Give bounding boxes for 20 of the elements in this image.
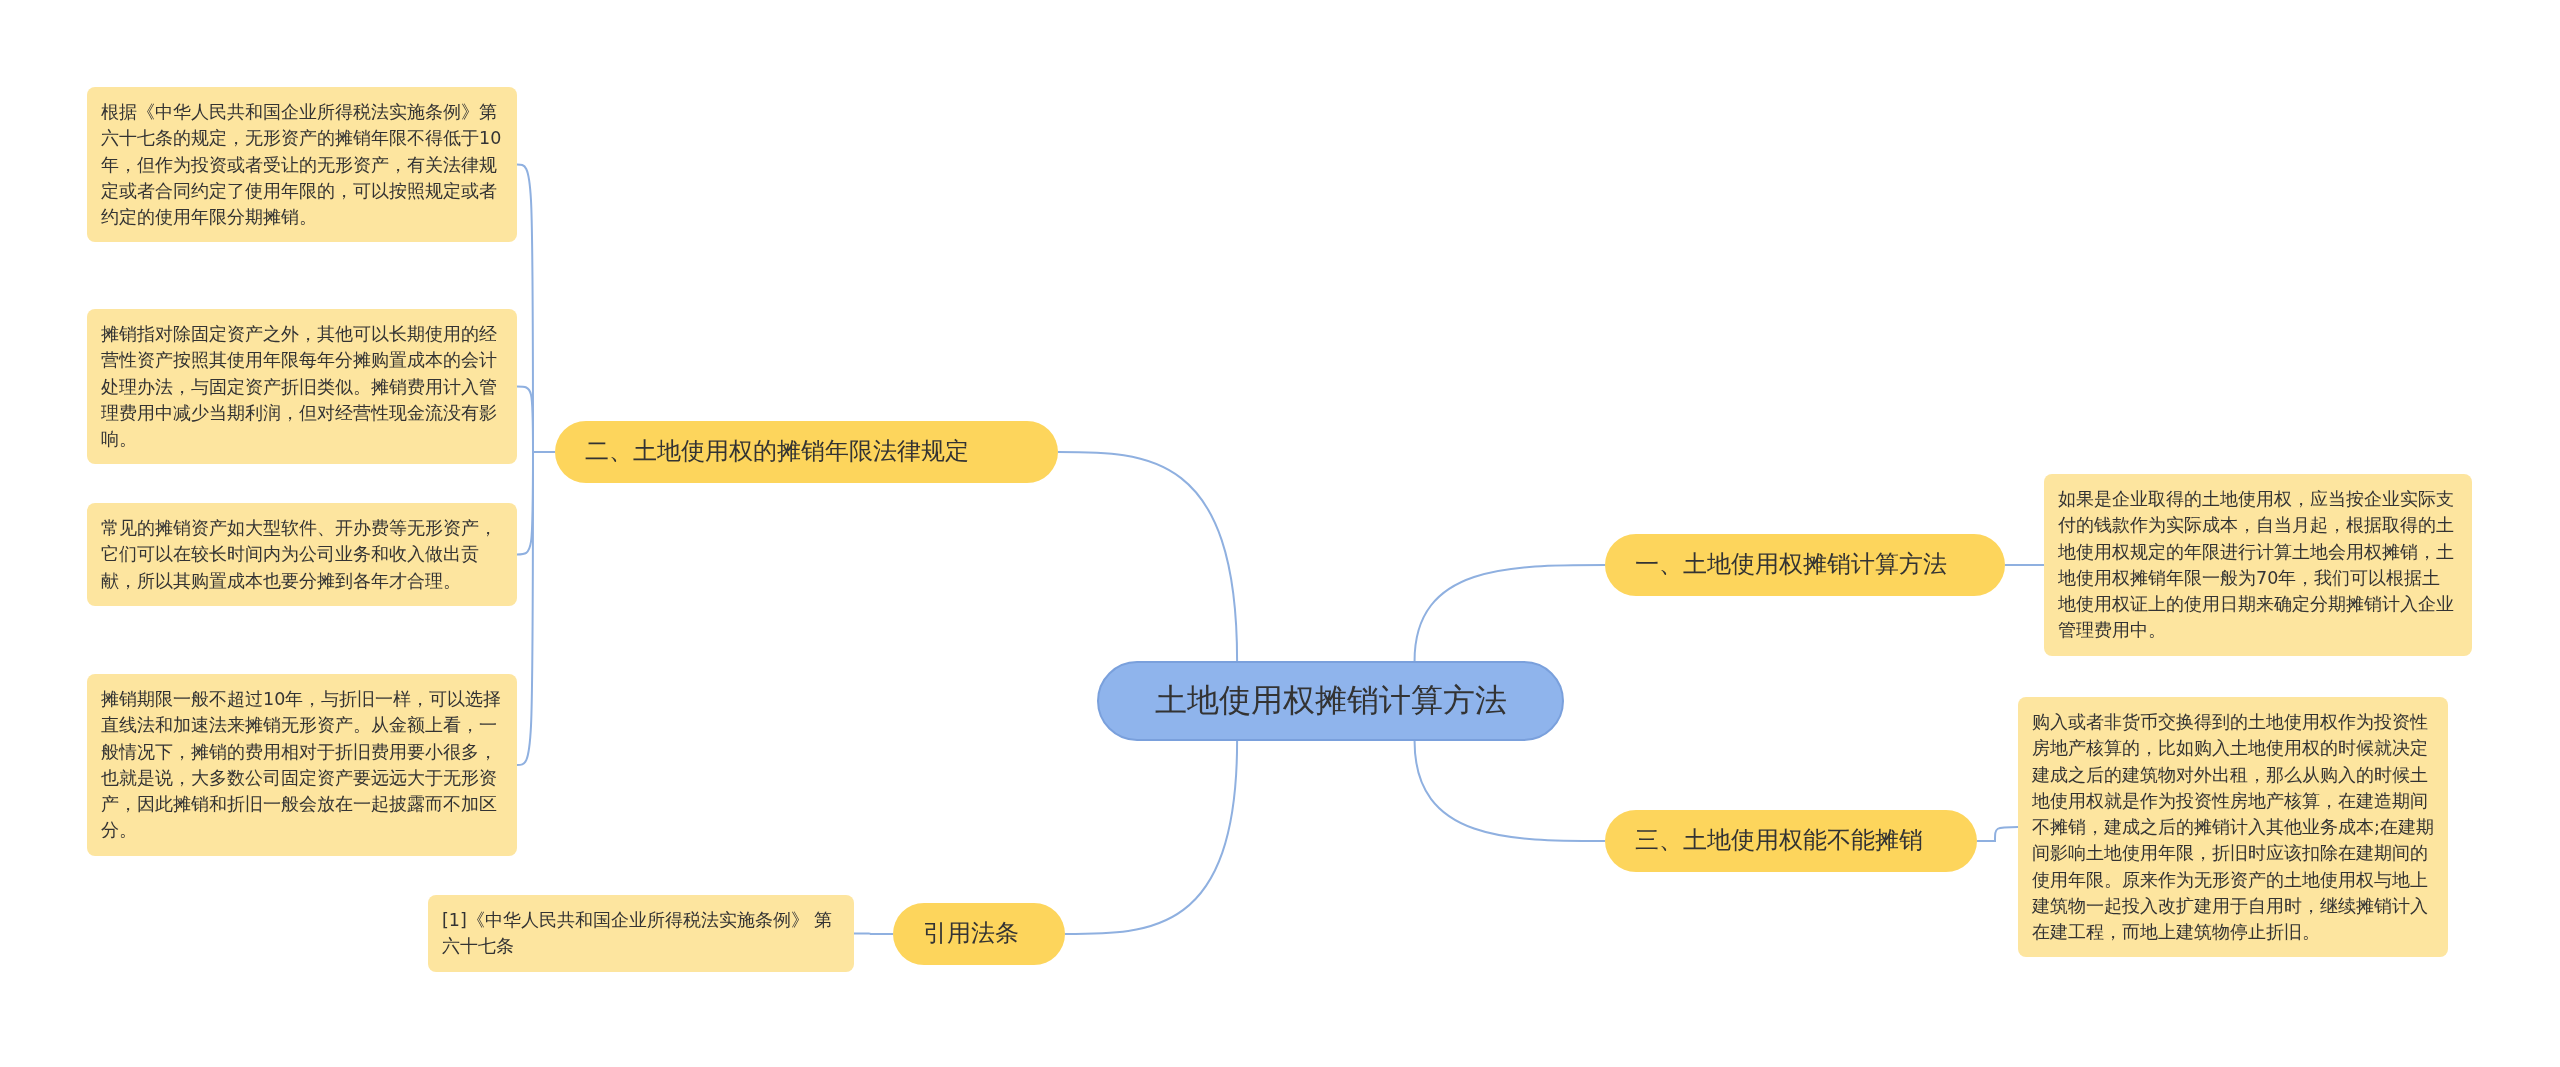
branch-topic: 引用法条 <box>893 903 1065 965</box>
note-card: 常见的摊销资产如大型软件、开办费等无形资产，它们可以在较长时间内为公司业务和收入做出贡献，所以其购置成本也要分摊到各年才合理。 <box>87 503 517 606</box>
connector-line <box>1413 740 1606 842</box>
connector-line <box>1064 740 1239 935</box>
central-topic: 土地使用权摊销计算方法 <box>1097 661 1564 741</box>
branch-topic: 一、土地使用权摊销计算方法 <box>1605 534 2005 596</box>
connector-line <box>853 932 894 935</box>
note-card: 购入或者非货币交换得到的土地使用权作为投资性房地产核算的，比如购入土地使用权的时候就决定建成之后的建筑物对外出租，那么从购入的时候土地使用权就是作为投资性房地产核算，在建造期间不摊销，建成之后的摊销计入其他业务成本;在建期间影响土地使用年限，折旧时应该扣除在建期间的使用年限。原来作为无形资产的土地使用权与地上建筑物一起投入改扩建用于自用时，继续摊销计入在建工程，而地上建筑物停止折旧。 <box>2018 697 2448 958</box>
connector-line <box>1976 826 2019 842</box>
connector-line <box>516 451 556 766</box>
note-card: 根据《中华人民共和国企业所得税法实施条例》第六十七条的规定，无形资产的摊销年限不得低于10年，但作为投资或者受让的无形资产，有关法律规定或者合同约定了使用年限的，可以按照规定或者约定的使用年限分期摊销。 <box>87 87 517 243</box>
connector-line <box>2004 564 2045 566</box>
branch-topic: 三、土地使用权能不能摊销 <box>1605 810 1977 872</box>
note-card: [1]《中华人民共和国企业所得税法实施条例》 第六十七条 <box>428 895 854 972</box>
note-card: 如果是企业取得的土地使用权，应当按企业实际支付的钱款作为实际成本，自当月起，根据取得的土地使用权规定的年限进行计算土地会用权摊销，土地使用权摊销年限一般为70年，我们可以根据土地使用权证上的使用日期来确定分期摊销计入企业管理费用中。 <box>2044 474 2472 656</box>
connector-line <box>1057 451 1239 662</box>
note-card: 摊销指对除固定资产之外，其他可以长期使用的经营性资产按照其使用年限每年分摊购置成本的会计处理办法，与固定资产折旧类似。摊销费用计入管理费用中减少当期利润，但对经营性现金流没有影响。 <box>87 309 517 465</box>
note-card: 摊销期限一般不超过10年，与折旧一样，可以选择直线法和加速法来摊销无形资产。从金额上看，一般情况下，摊销的费用相对于折旧费用要小很多，也就是说，大多数公司固定资产要远远大于无形资产，因此摊销和折旧一般会放在一起披露而不加区分。 <box>87 674 517 856</box>
connector-line <box>1413 564 1606 662</box>
branch-topic: 二、土地使用权的摊销年限法律规定 <box>555 421 1058 483</box>
